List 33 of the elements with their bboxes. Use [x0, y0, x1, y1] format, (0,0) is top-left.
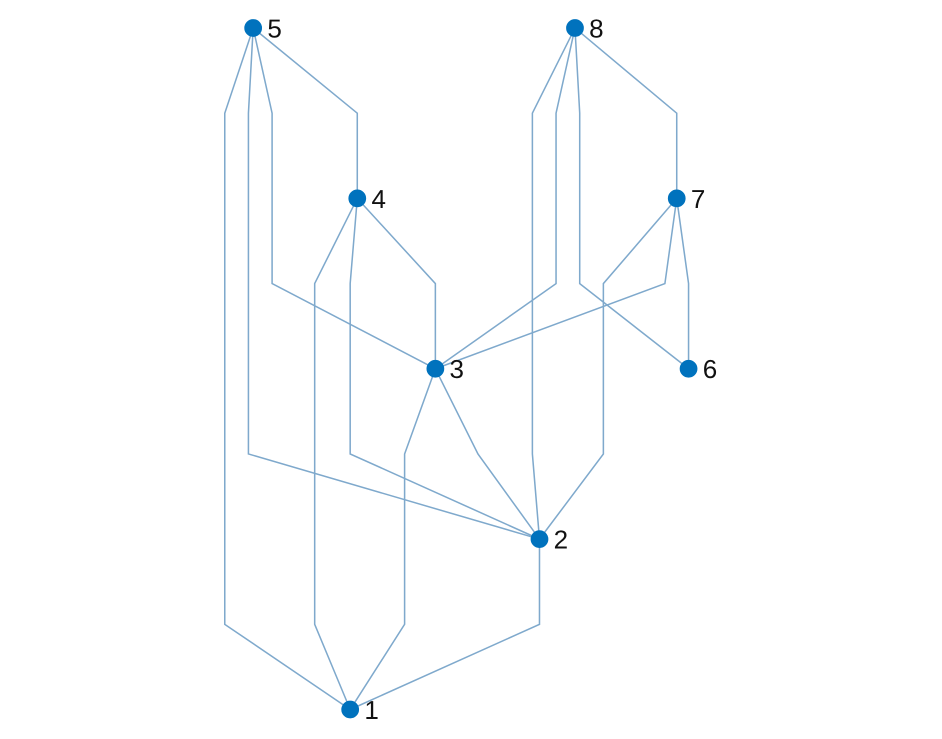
node-dot [566, 19, 584, 37]
node-label: 7 [690, 184, 706, 214]
edge-line [532, 35, 572, 531]
node-dot [244, 19, 262, 37]
node-dot [530, 530, 548, 548]
node-dot [341, 700, 360, 718]
node-dot [680, 360, 698, 378]
edge-line [254, 36, 428, 366]
node-dot [426, 360, 444, 378]
edge-line [259, 32, 358, 190]
node-dot [348, 190, 366, 208]
node-label: 1 [364, 694, 379, 725]
edge-line [224, 36, 344, 706]
node-label: 8 [589, 13, 604, 44]
edge-line [357, 547, 540, 707]
edge-line [442, 36, 574, 365]
edge-line [544, 204, 672, 533]
node-label: 6 [702, 354, 718, 384]
node-dot [668, 190, 686, 208]
edge-line [580, 32, 678, 190]
edge-line [354, 376, 434, 703]
edge-line [349, 206, 532, 536]
edge-line [362, 204, 436, 360]
edge-line [442, 206, 676, 367]
node-label: 2 [554, 524, 568, 555]
edge-line [677, 206, 690, 360]
node-label: 5 [267, 13, 282, 44]
edge-line [438, 376, 536, 533]
edge-line [574, 36, 683, 364]
edge-line [314, 205, 354, 702]
node-label: 4 [371, 184, 386, 214]
node-label: 3 [450, 354, 464, 384]
edge-line [248, 36, 532, 538]
